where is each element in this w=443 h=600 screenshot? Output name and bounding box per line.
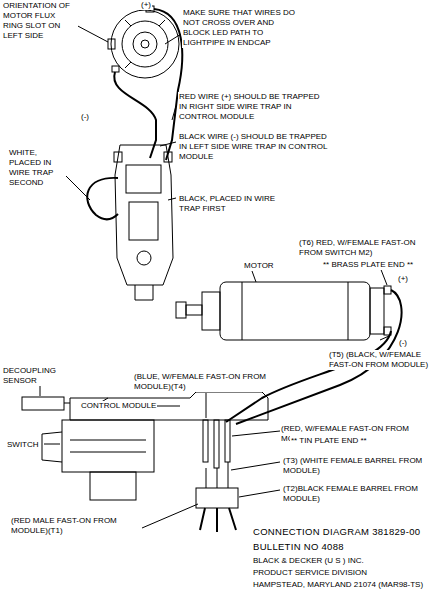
white-wire: [87, 178, 118, 220]
leader-lines-bottom: [40, 386, 280, 528]
control-module-top-view: [114, 145, 173, 300]
wire-callout: (BLUE, W/FEMALE FAST-ON FROM MODULE)(T4): [133, 372, 267, 392]
leader-line: [40, 386, 41, 396]
decoupling-sensor: [22, 397, 64, 410]
wire-callout: (T3) (WHITE FEMALE BARREL FROM MODULE): [282, 456, 434, 476]
part-name: DECOUPLING SENSOR: [2, 366, 68, 386]
motor-pinion: [176, 302, 186, 318]
leader-line: [206, 393, 207, 418]
motor: [176, 262, 391, 340]
negative-terminal: [112, 66, 119, 72]
sensor-lead: [64, 403, 70, 404]
wire-callout: (T2)BLACK FEMALE BARREL FROM MODULE): [282, 484, 434, 504]
polarity-mark: (+): [140, 0, 152, 10]
shaft-end: [141, 40, 149, 48]
wire-callout: (RED MALE FAST-ON FROM MODULE)(T1): [10, 516, 142, 536]
note-text: RED WIRE (+) SHOULD BE TRAPPED IN RIGHT …: [178, 92, 330, 122]
module-wires-top: [87, 9, 182, 219]
wire-callout: ** BRASS PLATE END **: [322, 260, 414, 270]
polarity-mark: (+): [397, 274, 409, 284]
part-name: SWITCH: [6, 440, 40, 450]
leader-line: [232, 431, 280, 436]
note-text: WHITE, PLACED IN WIRE TRAP SECOND: [8, 148, 66, 188]
leader-line: [165, 34, 181, 44]
module-body: [115, 145, 173, 285]
module-tab: [135, 285, 153, 300]
note-text: ORIENTATION OF MOTOR FLUX RING SLOT ON L…: [2, 1, 78, 41]
leader-line: [62, 172, 90, 200]
polarity-mark: (-): [398, 338, 408, 348]
leader-line: [239, 490, 280, 497]
title-block-text: PRODUCT SERVICE DIVISION: [252, 568, 368, 578]
leader-line: [168, 198, 176, 200]
wire-callout: ** TIN PLATE END **: [290, 436, 368, 446]
leader-line: [172, 106, 176, 120]
leader-line: [142, 504, 198, 528]
control-module-side-view: [22, 392, 268, 532]
note-text: BLACK, PLACED IN WIRE TRAP FIRST: [178, 194, 290, 214]
endcap-ring: [122, 21, 168, 67]
module-part: [129, 202, 158, 240]
note-text: BLACK WIRE (-) SHOULD BE TRAPPED IN LEFT…: [178, 132, 330, 162]
terminal-t1: [214, 420, 219, 468]
switch-detail: [70, 440, 146, 452]
leader-line: [74, 24, 108, 42]
title-block-text: BLACK & DECKER (U S ) INC.: [252, 556, 365, 566]
connector-leads: [206, 462, 228, 488]
part-name: CONTROL MODULE: [80, 401, 157, 411]
leader-line: [160, 142, 176, 146]
leader-line: [231, 462, 280, 470]
endcap-detail: [125, 20, 165, 68]
leader-line: [44, 444, 60, 445]
wire-callout: (T5) (BLACK, W/FEMALE FAST-ON FROM MODUL…: [328, 350, 440, 370]
note-text: MAKE SURE THAT WIRES DO NOT CROSS OVER A…: [182, 8, 302, 48]
module-board: [70, 392, 268, 420]
leader-line: [252, 271, 256, 282]
title-block-text: BULLETIN NO 4088: [252, 541, 345, 553]
module-part: [126, 165, 161, 193]
module-part: [137, 251, 151, 265]
motor-endcap-side: [370, 288, 384, 334]
motor-can-detail: [242, 282, 348, 340]
motor-can: [220, 282, 370, 340]
terminal-t4: [203, 420, 208, 462]
brass-terminal: [384, 286, 391, 294]
bearing-ring: [133, 32, 157, 56]
motor-front-bell: [202, 292, 220, 330]
module-leads: [200, 508, 236, 532]
motor-shaft: [186, 305, 202, 315]
title-block-text: HAMPSTEAD, MARYLAND 21074 (MAR98-TS): [252, 580, 424, 590]
barrel-connector: [196, 488, 238, 508]
title-block-text: CONNECTION DIAGRAM 381829-00: [252, 526, 421, 538]
flux-ring-slot: [108, 39, 115, 49]
switch-trigger: [42, 432, 62, 462]
left-wire-trap: [114, 152, 122, 162]
part-name: MOTOR: [243, 261, 275, 271]
polarity-mark: (-): [80, 112, 90, 122]
terminal-tin: [225, 420, 230, 462]
leader-lines-top: [62, 24, 181, 200]
switch-body: [62, 420, 154, 472]
endcap-outline: [111, 10, 179, 78]
right-wire-trap: [164, 152, 172, 162]
wire-callout: (T6) RED, W/FEMALE FAST-ON FROM SWITCH M…: [298, 238, 440, 258]
switch-base: [90, 472, 136, 500]
